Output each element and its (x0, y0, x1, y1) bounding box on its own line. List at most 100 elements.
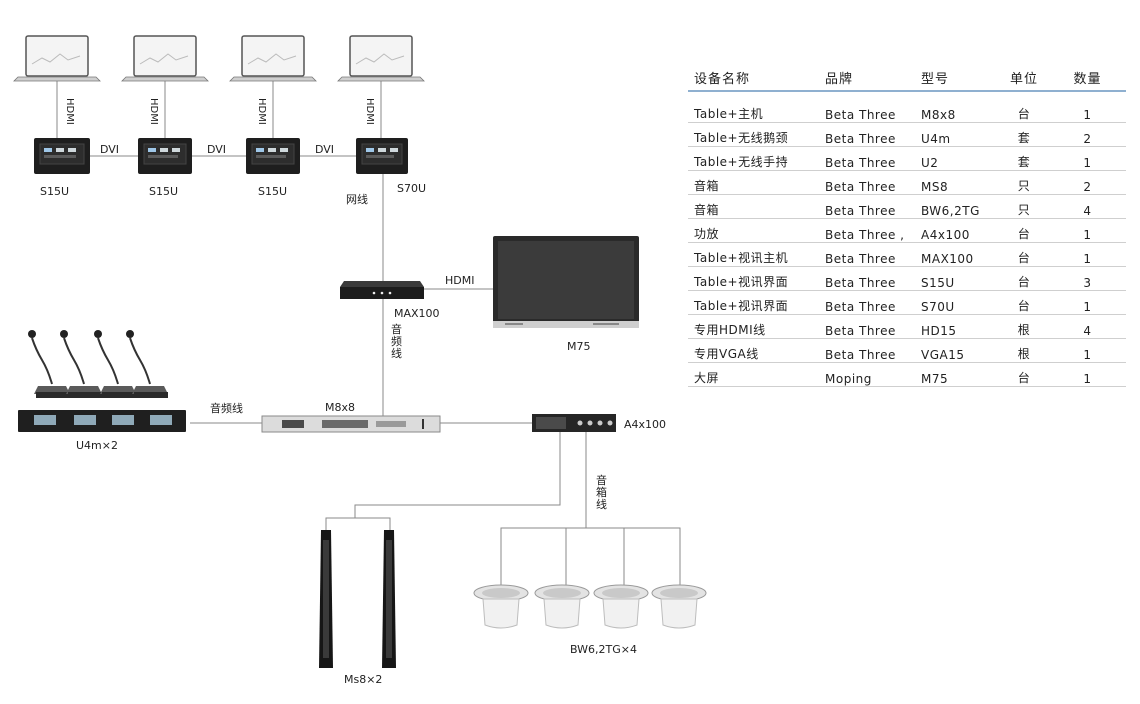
cell-name: Table+无线鹅颈 (688, 122, 819, 147)
cell-name: Table+主机 (688, 91, 819, 123)
cell-model: A4x100 (915, 218, 999, 243)
cell-unit: 根 (999, 314, 1049, 339)
panel-label-1: S15U (40, 185, 69, 198)
panel-s70u (356, 138, 408, 174)
cell-qty: 4 (1049, 194, 1126, 219)
audio-char-3: 线 (391, 346, 402, 360)
network-label: 网线 (346, 192, 368, 206)
m8x8-processor (261, 415, 441, 433)
cell-qty: 2 (1049, 170, 1126, 195)
panel-s15u-1 (34, 138, 90, 174)
audio-char-2: 频 (391, 334, 402, 348)
cell-unit: 只 (999, 194, 1049, 219)
cell-unit: 台 (999, 290, 1049, 315)
cell-model: HD15 (915, 314, 999, 339)
column-speaker-2 (382, 530, 396, 668)
cell-unit: 台 (999, 242, 1049, 267)
cell-qty: 1 (1049, 338, 1126, 363)
audio-vertical-label: 音 频 线 (391, 322, 406, 360)
cell-name: 专用HDMI线 (688, 314, 819, 339)
hdmi-label-3: HDMI (256, 98, 267, 125)
col-name-header: 设备名称 (688, 64, 819, 92)
col-model-header: 型号 (915, 64, 999, 92)
cell-qty: 1 (1049, 146, 1126, 171)
cell-unit: 套 (999, 122, 1049, 147)
cell-unit: 根 (999, 338, 1049, 363)
cell-qty: 1 (1049, 290, 1126, 315)
panel-label-4: S70U (397, 182, 426, 195)
column-speaker-1 (319, 530, 333, 668)
cell-qty: 4 (1049, 314, 1126, 339)
cell-name: Table+无线手持 (688, 146, 819, 171)
wires (56, 80, 681, 588)
a4x100-amplifier (532, 414, 616, 432)
cell-brand: Beta Three (819, 266, 915, 291)
cell-model: U4m (915, 122, 999, 147)
cell-name: Table+视讯界面 (688, 290, 819, 315)
table-header-row: 设备名称 品牌 型号 单位 数量 (688, 64, 1126, 92)
laptop-3 (229, 35, 317, 82)
cell-model: BW6,2TG (915, 194, 999, 219)
cell-unit: 台 (999, 91, 1049, 123)
cell-brand: Beta Three (819, 338, 915, 363)
cell-name: 功放 (688, 218, 819, 243)
cell-model: S70U (915, 290, 999, 315)
panel-label-2: S15U (149, 185, 178, 198)
panel-s15u-2 (138, 138, 192, 174)
dvi-label-3: DVI (315, 143, 334, 156)
cell-unit: 只 (999, 170, 1049, 195)
hdmi-label-1: HDMI (64, 98, 75, 125)
amplifier-label: A4x100 (624, 418, 666, 431)
cell-name: Table+视讯主机 (688, 242, 819, 267)
cell-brand: Beta Three (819, 314, 915, 339)
cell-unit: 套 (999, 146, 1049, 171)
panel-s15u-3 (246, 138, 300, 174)
laptop-1 (13, 35, 101, 82)
cell-qty: 1 (1049, 242, 1126, 267)
cell-unit: 台 (999, 218, 1049, 243)
laptop-4 (337, 35, 425, 82)
ceiling-speaker-4 (651, 584, 707, 629)
processor-label: M8x8 (325, 401, 355, 414)
speaker-cable-label: 音 箱 线 (596, 473, 611, 511)
cell-name: 音箱 (688, 170, 819, 195)
column-speakers-label: Ms8×2 (344, 673, 382, 686)
cell-brand: Beta Three (819, 91, 915, 123)
cell-name: Table+视讯界面 (688, 266, 819, 291)
dvi-label-1: DVI (100, 143, 119, 156)
speaker-char-2: 箱 (596, 485, 607, 499)
hdmi-label-4: HDMI (364, 98, 375, 125)
col-unit-header: 单位 (999, 64, 1049, 92)
cell-unit: 台 (999, 266, 1049, 291)
cell-model: MS8 (915, 170, 999, 195)
cell-model: M8x8 (915, 91, 999, 123)
cell-model: M75 (915, 362, 999, 387)
cell-brand: Beta Three (819, 146, 915, 171)
cell-model: MAX100 (915, 242, 999, 267)
cell-qty: 1 (1049, 91, 1126, 123)
cell-name: 专用VGA线 (688, 338, 819, 363)
col-brand-header: 品牌 (819, 64, 915, 92)
mic-system-label: U4m×2 (76, 439, 118, 452)
audio-char-1: 音 (391, 322, 402, 336)
hdmi-label-2: HDMI (148, 98, 159, 125)
cell-qty: 1 (1049, 218, 1126, 243)
ceiling-speaker-3 (593, 584, 649, 629)
display-m75 (493, 236, 639, 328)
cell-model: VGA15 (915, 338, 999, 363)
speaker-char-1: 音 (596, 473, 607, 487)
ceiling-speaker-2 (534, 584, 590, 629)
speaker-char-3: 线 (596, 497, 607, 511)
wireless-receiver (18, 410, 186, 432)
